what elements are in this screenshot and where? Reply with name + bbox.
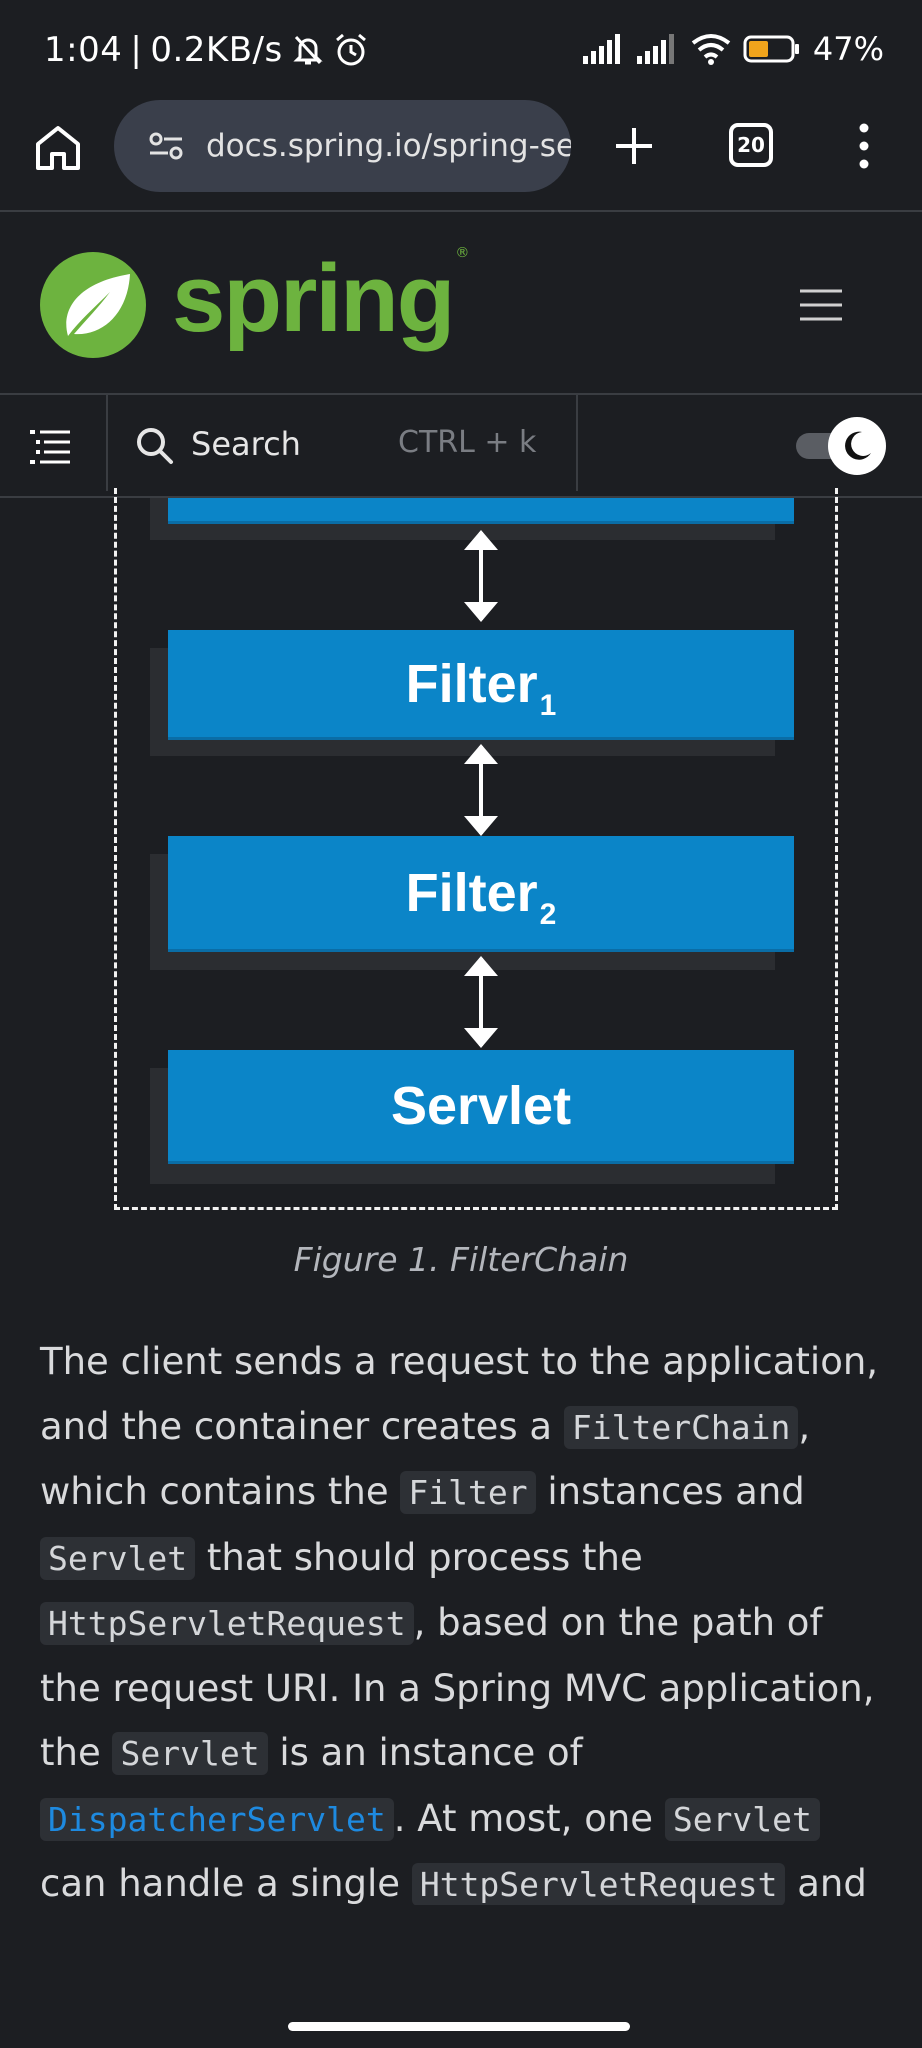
more-options-icon[interactable] [852,122,876,170]
search-button[interactable]: Search [191,425,301,463]
paragraph-text: can handle a single [40,1862,412,1905]
toggle-knob [828,417,886,475]
inline-code: FilterChain [563,1405,799,1449]
gesture-home-bar[interactable] [288,2022,630,2031]
inline-code: Servlet [40,1536,196,1580]
tab-switcher-button[interactable]: 20 [729,123,773,167]
filter-2-label: Filter [405,862,538,923]
site-settings-icon[interactable] [148,131,184,161]
inline-code: Servlet [112,1732,268,1775]
battery-icon [743,35,799,63]
battery-percent: 47% [812,30,884,68]
paragraph-text: is an instance of [267,1731,583,1774]
paragraph-text: , based on the path of the request URI. … [40,1601,875,1774]
inline-code: HttpServletRequest [40,1602,414,1645]
table-of-contents-icon[interactable] [30,427,70,467]
status-left: 1:04 | 0.2KB/s [44,30,369,70]
status-time: 1:04 [44,30,123,70]
filter-1-label: Filter [405,653,538,714]
site-header: spring ® [0,212,922,395]
spring-logo[interactable]: spring ® [38,245,469,360]
menu-icon[interactable] [800,288,842,322]
search-icon[interactable] [136,427,174,465]
paragraph-text: instances and [535,1470,805,1513]
figure-caption: Figure 1. FilterChain [293,1240,629,1279]
nav-divider [576,395,578,491]
spring-wordmark: spring [172,245,455,352]
search-shortcut-hint: CTRL + k [398,425,537,460]
servlet-label: Servlet [390,1075,572,1136]
inline-code: Filter [400,1471,536,1514]
paragraph-text: and [785,1862,867,1905]
content-clip-mask [0,1905,922,1975]
bidirectional-arrow-icon [464,956,498,1048]
url-text[interactable]: docs.spring.io/spring-security [206,128,571,164]
home-icon[interactable] [32,122,84,174]
signal-icon-2 [636,34,674,64]
status-net-speed: 0.2KB/s [150,30,283,70]
signal-icon-1 [582,34,620,64]
status-bar: 1:04 | 0.2KB/s [0,0,922,100]
status-divider: | [130,30,143,70]
servlet-box: Servlet [168,1050,794,1164]
filter-1-subscript: 1 [539,688,557,722]
new-tab-icon[interactable] [610,122,658,170]
nav-divider [106,395,108,491]
status-right: 47% [582,30,884,68]
address-bar[interactable]: docs.spring.io/spring-security [114,100,571,192]
filterchain-dashed-border [114,488,838,1210]
filter-2-subscript: 2 [539,897,557,931]
alarm-icon [335,33,366,66]
wifi-icon [691,34,731,65]
mute-bell-icon [293,35,323,65]
paragraph-text: , which contains the [40,1404,811,1514]
body-paragraph: The client sends a request to the applic… [40,1330,890,1918]
paragraph-text: that should process the [195,1535,643,1579]
docs-nav-bar: Search CTRL + k [0,395,922,498]
spring-leaf-icon [40,252,146,358]
bidirectional-arrow-icon [464,530,498,622]
dark-mode-toggle[interactable] [796,415,886,475]
paragraph-text: The client sends a request to the applic… [40,1340,879,1448]
inline-code: HttpServletRequest [411,1863,786,1906]
browser-toolbar: docs.spring.io/spring-security 20 [0,100,922,212]
inline-code: Servlet [664,1797,820,1841]
paragraph-text: . At most, one [393,1796,665,1840]
registered-mark: ® [455,245,470,261]
bidirectional-arrow-icon [464,744,498,836]
client-box-partial [168,498,794,524]
dispatcher-servlet-link[interactable]: DispatcherServlet [40,1797,394,1841]
moon-icon [845,431,871,460]
